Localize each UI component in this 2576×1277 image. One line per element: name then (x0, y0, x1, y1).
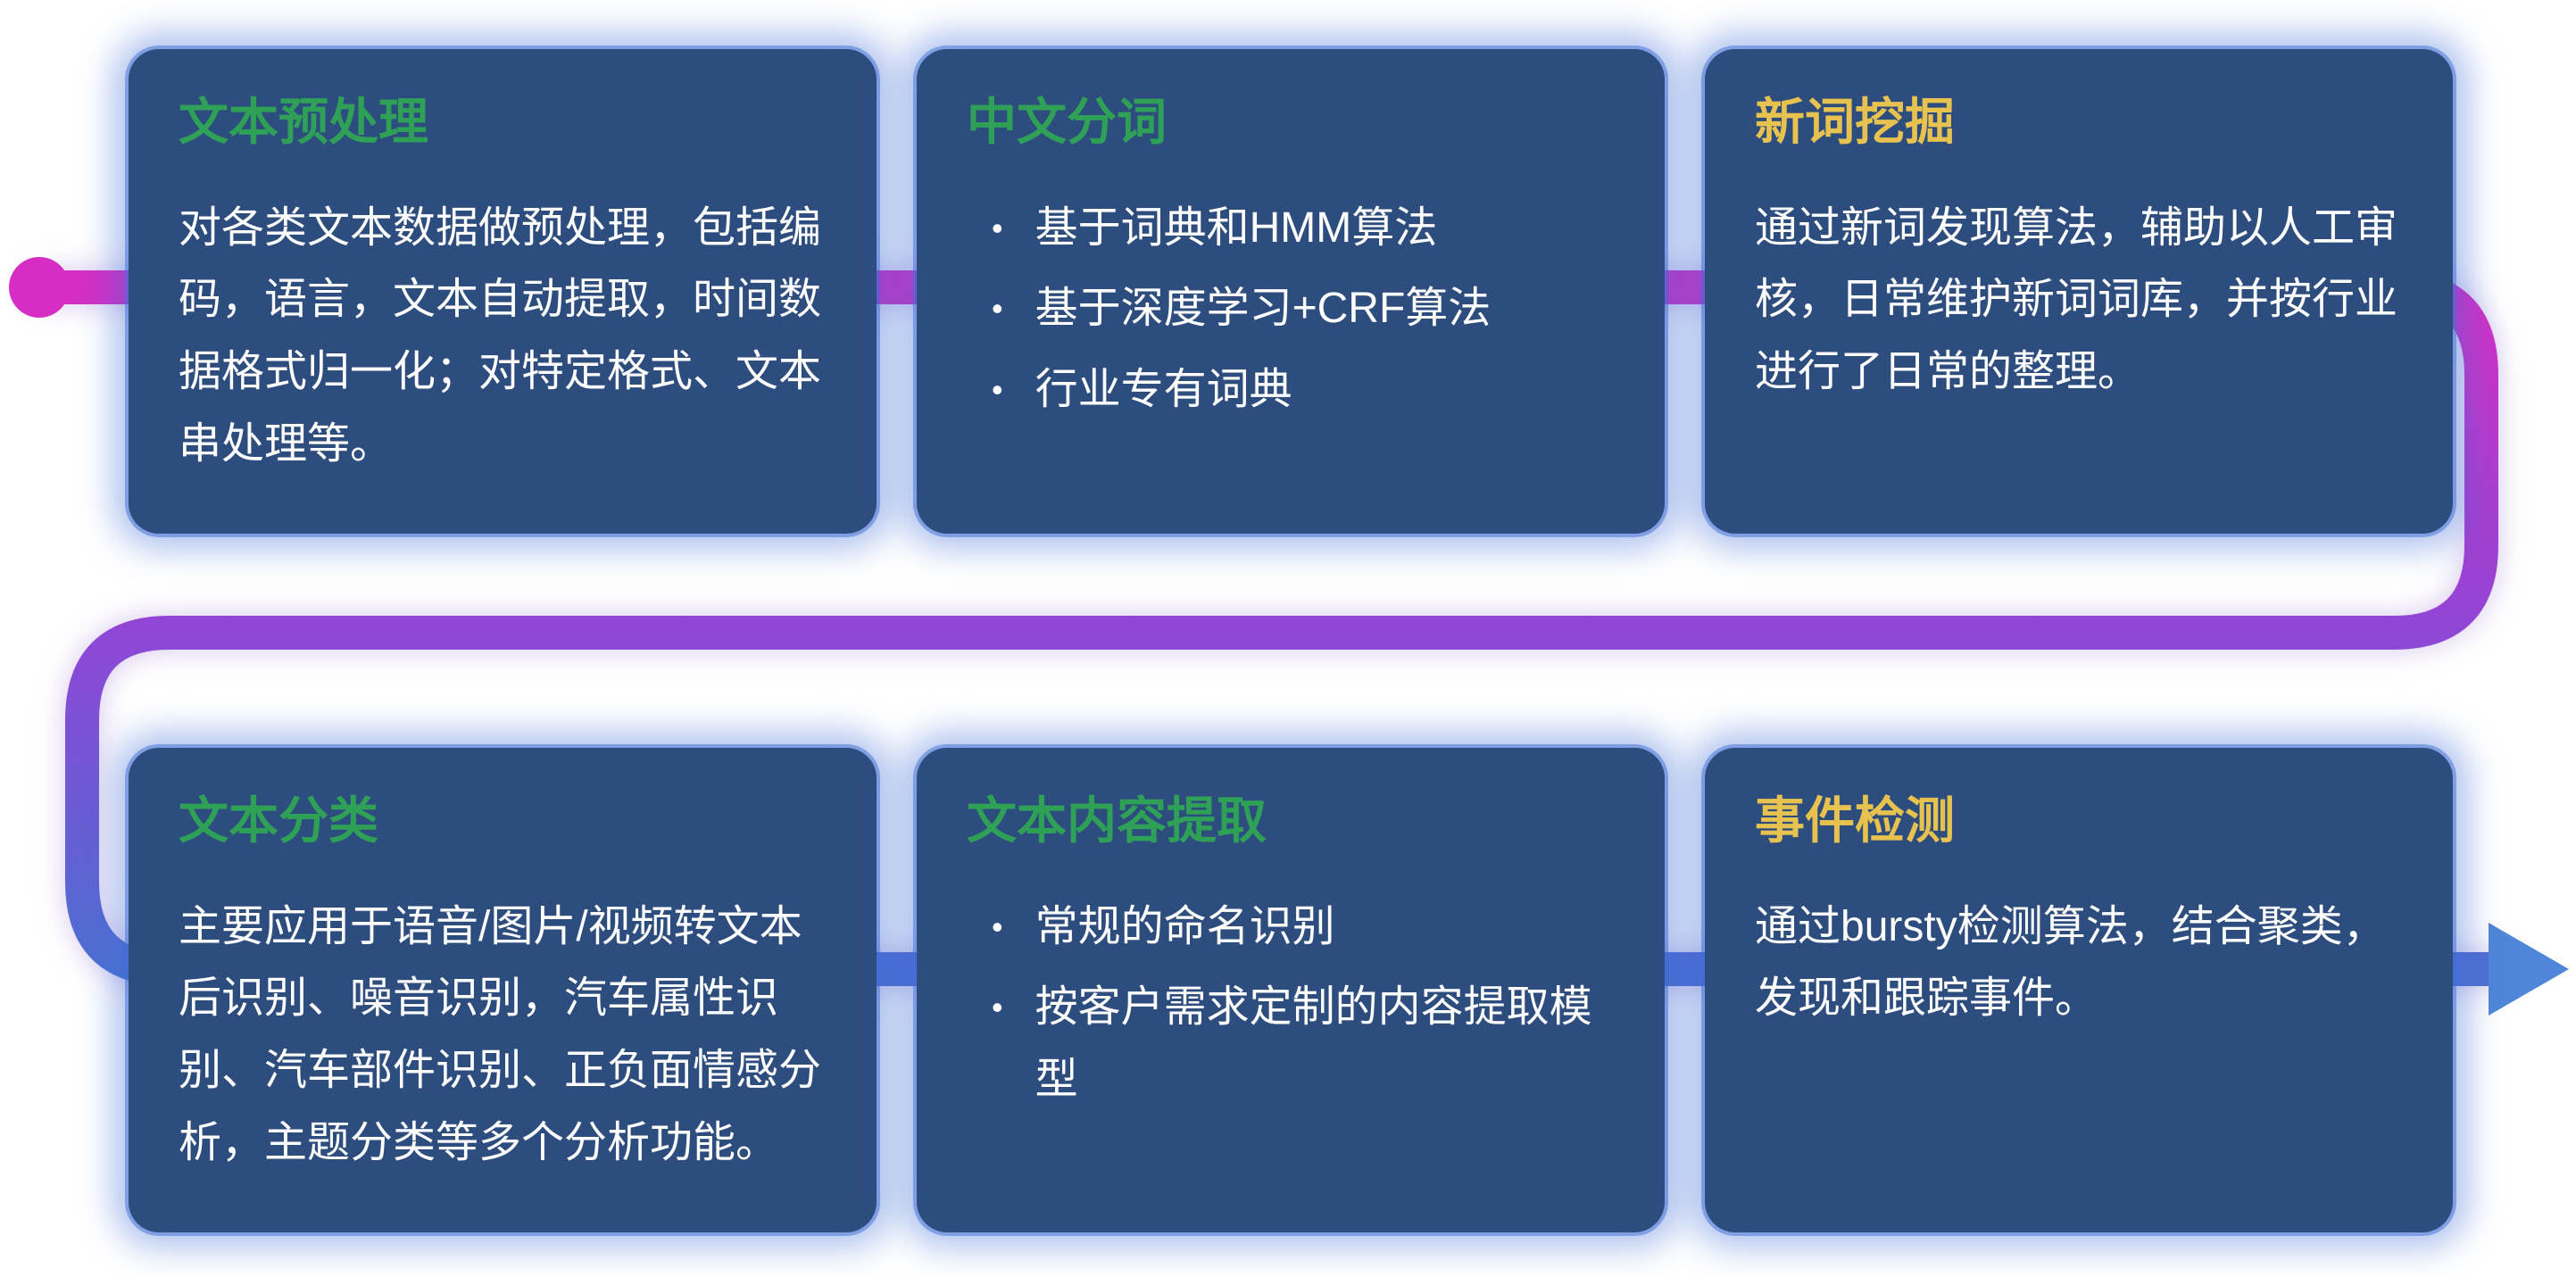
bullet-item: • 基于深度学习+CRF算法 (992, 273, 1615, 345)
card-title: 新词挖掘 (1755, 94, 1955, 150)
flow-start-dot-icon (9, 257, 70, 318)
cards-grid: 文本预处理 对各类文本数据做预处理，包括编码，语言，文本自动提取，时间数据格式归… (129, 49, 2453, 1232)
card-text-content-extraction: 文本内容提取 • 常规的命名识别 • 按客户需求定制的内容提取模型 (917, 748, 1665, 1232)
bullet-text: 基于深度学习+CRF算法 (1035, 285, 1492, 333)
bullet-item: • 基于词典和HMM算法 (992, 193, 1615, 265)
bullet-item: • 行业专有词典 (992, 354, 1615, 427)
bullet-icon: • (992, 209, 1003, 246)
card-text-classification: 文本分类 主要应用于语音/图片/视频转文本后识别、噪音识别，汽车属性识别、汽车部… (129, 748, 877, 1232)
card-event-detection: 事件检测 通过bursty检测算法，结合聚类，发现和跟踪事件。 (1705, 748, 2453, 1232)
bullet-icon: • (992, 290, 1003, 328)
card-body: 通过bursty检测算法，结合聚类，发现和跟踪事件。 (1755, 902, 2386, 1023)
card-body: 对各类文本数据做预处理，包括编码，语言，文本自动提取，时间数据格式归一化；对特定… (179, 203, 822, 468)
card-bullet-list: • 基于词典和HMM算法 • 基于深度学习+CRF算法 • 行业专有词典 (967, 193, 1615, 427)
flow-end-arrow-icon (2489, 923, 2569, 1016)
card-body: 通过新词发现算法，辅助以人工审核，日常维护新词词库，并按行业进行了日常的整理。 (1755, 203, 2398, 396)
bullet-icon: • (992, 371, 1003, 409)
bullet-text: 行业专有词典 (1035, 366, 1292, 414)
bullet-text: 按客户需求定制的内容提取模型 (1035, 983, 1592, 1104)
bullet-item: • 常规的命名识别 (992, 891, 1615, 964)
card-body: 主要应用于语音/图片/视频转文本后识别、噪音识别，汽车属性识别、汽车部件识别、正… (179, 902, 822, 1166)
bullet-item: • 按客户需求定制的内容提取模型 (992, 972, 1615, 1115)
card-title: 文本内容提取 (967, 792, 1267, 849)
bullet-icon: • (992, 989, 1003, 1026)
card-new-word-mining: 新词挖掘 通过新词发现算法，辅助以人工审核，日常维护新词词库，并按行业进行了日常… (1705, 49, 2453, 534)
bullet-text: 常规的命名识别 (1035, 902, 1335, 950)
card-title: 事件检测 (1755, 792, 1955, 849)
bullet-text: 基于词典和HMM算法 (1035, 203, 1438, 252)
card-chinese-word-segmentation: 中文分词 • 基于词典和HMM算法 • 基于深度学习+CRF算法 • 行业专有词… (917, 49, 1665, 534)
card-bullet-list: • 常规的命名识别 • 按客户需求定制的内容提取模型 (967, 891, 1615, 1116)
flow-path (39, 270, 2499, 986)
card-text-preprocessing: 文本预处理 对各类文本数据做预处理，包括编码，语言，文本自动提取，时间数据格式归… (129, 49, 877, 534)
card-title: 文本预处理 (179, 94, 428, 150)
card-title: 文本分类 (179, 792, 378, 849)
bullet-icon: • (992, 908, 1003, 945)
card-title: 中文分词 (967, 94, 1167, 150)
